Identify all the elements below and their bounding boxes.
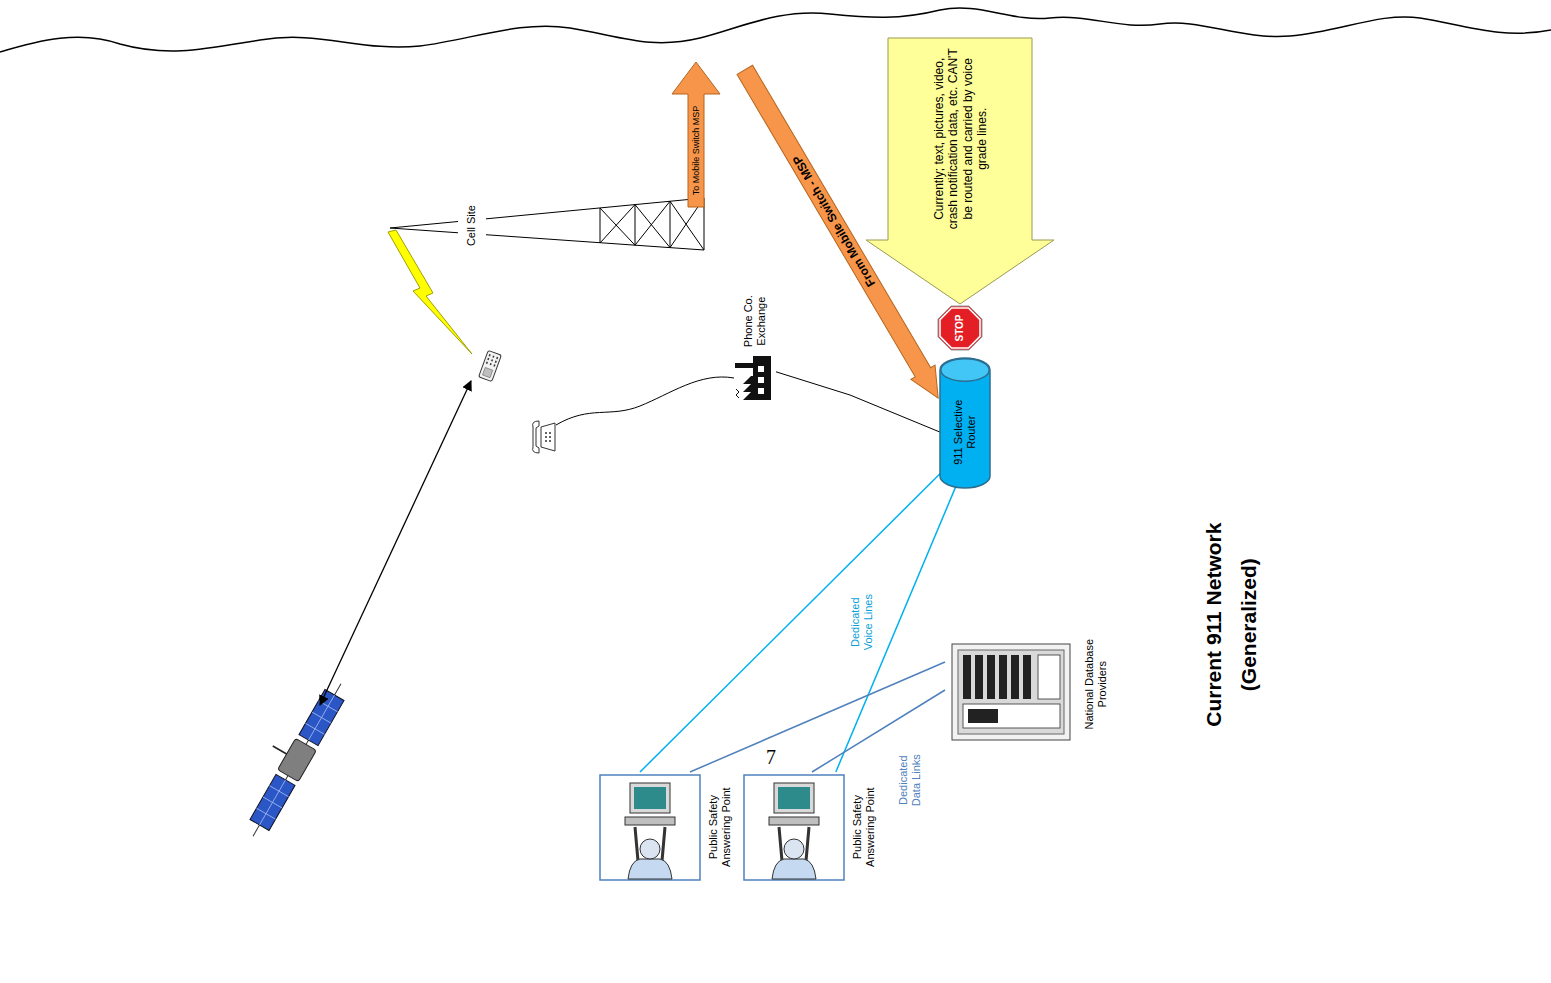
node-text: Cell Site xyxy=(465,196,478,256)
satellite-link-arrow xyxy=(320,381,471,705)
database-server-icon xyxy=(952,644,1070,740)
dispatcher-picture xyxy=(600,775,700,880)
text-holder: 911 Selective Router xyxy=(940,382,990,482)
site-label: Cell Site xyxy=(458,193,486,259)
node-text: Currently; text, pictures, video, crash … xyxy=(931,47,989,232)
cell-phone-icon xyxy=(479,350,502,381)
cell-tower xyxy=(390,198,704,250)
line-label: Dedicated Data Links xyxy=(897,745,923,815)
text-holder: Phone Co. Exchange xyxy=(734,290,776,352)
exchange-node: Phone Co. Exchange xyxy=(734,290,776,402)
router-cylinder: 911 Selective Router xyxy=(940,358,990,488)
text-holder: STOP xyxy=(938,306,982,350)
node-text: 911 Selective Router xyxy=(952,386,978,478)
psap-node: Public Safety Answering Point xyxy=(742,772,882,882)
exchange-building-icon xyxy=(735,356,771,400)
node-text: Public Safety Answering Point xyxy=(707,777,733,877)
text-holder: National Database Providers xyxy=(1075,622,1117,747)
text-holder: Cell Site xyxy=(458,193,486,259)
node-text: Public Safety Answering Point xyxy=(851,777,877,877)
connector-line xyxy=(640,470,944,772)
page-number: 7 xyxy=(766,745,776,769)
node-text: National Database Providers xyxy=(1083,630,1109,740)
line-label: Dedicated Voice Lines xyxy=(849,587,875,657)
psap-node: Public Safety Answering Point xyxy=(598,772,738,882)
stop-sign: STOP xyxy=(938,306,982,350)
text-holder: 7 xyxy=(761,744,781,770)
text-holder: Currently; text, pictures, video, crash … xyxy=(888,38,1032,240)
text-holder: Public Safety Answering Point xyxy=(846,772,882,882)
horizon-line xyxy=(0,8,1551,52)
text-holder: Dedicated Data Links xyxy=(890,746,930,814)
database-node: National Database Providers xyxy=(945,622,1117,747)
outbound-arrow: To Mobile Switch MSP xyxy=(672,62,720,207)
node-text: Phone Co. Exchange xyxy=(742,291,768,351)
callout-arrow: Currently; text, pictures, video, crash … xyxy=(866,38,1054,304)
text-holder: To Mobile Switch MSP xyxy=(672,94,720,207)
connector-line xyxy=(836,486,956,772)
dispatcher-picture xyxy=(744,775,844,880)
phone-wire xyxy=(556,377,734,425)
text-holder: Current 911 Network (Generalized) xyxy=(1192,500,1272,750)
node-text: STOP xyxy=(954,308,966,348)
satellite-icon xyxy=(229,670,352,842)
text-holder: Public Safety Answering Point xyxy=(702,772,738,882)
connector-line xyxy=(812,690,945,772)
landline-phone-icon xyxy=(533,421,555,453)
text-holder: Dedicated Voice Lines xyxy=(842,590,882,654)
node-text: To Mobile Switch MSP xyxy=(691,96,702,204)
diagram-title: Current 911 Network (Generalized) xyxy=(1197,500,1266,750)
